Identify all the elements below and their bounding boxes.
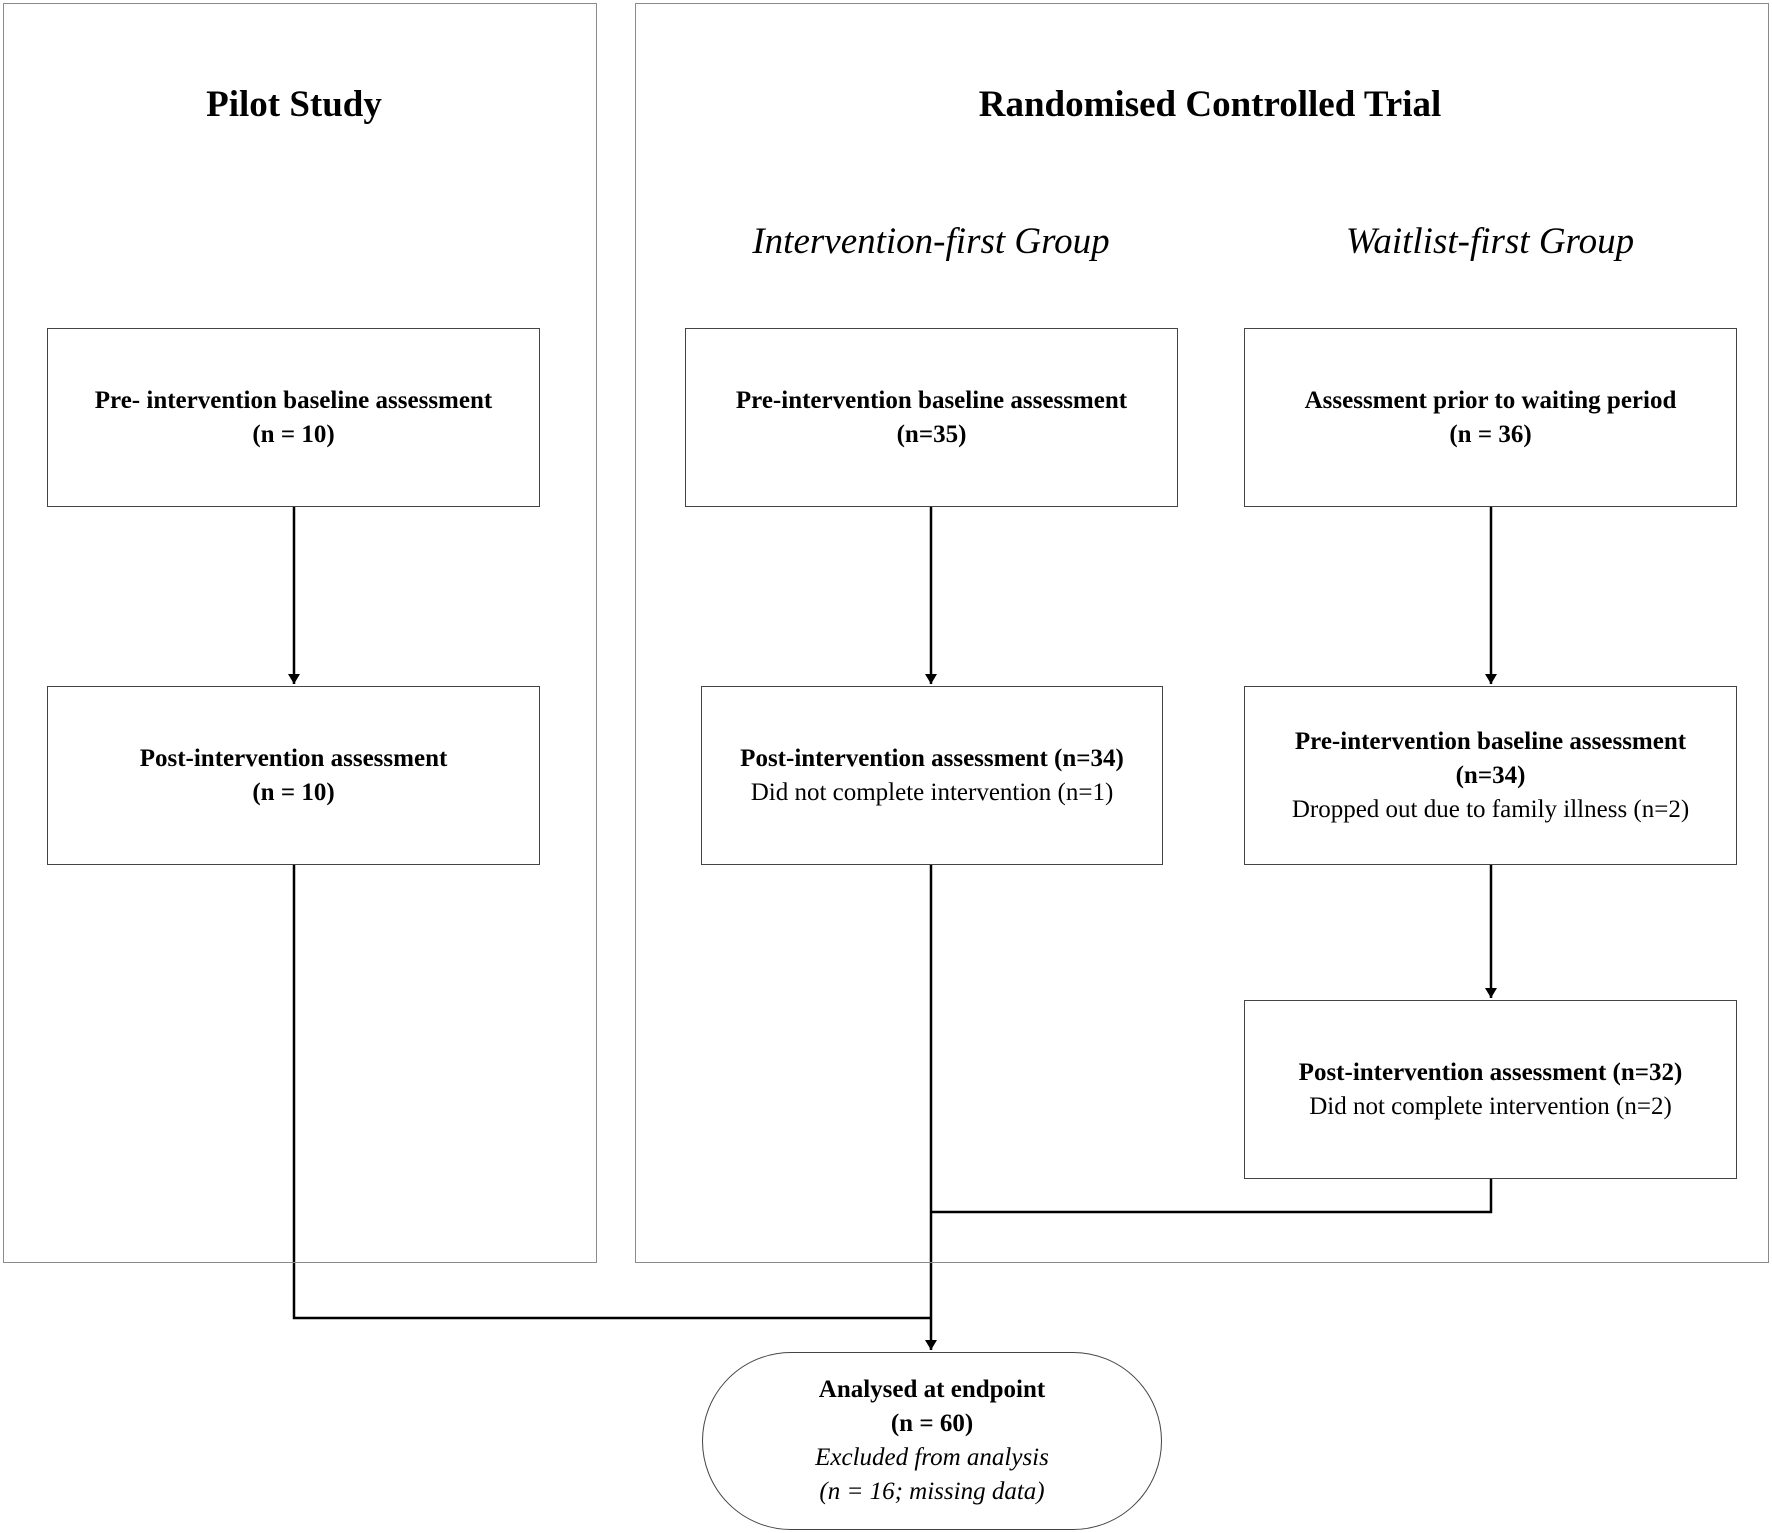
rct-title: Randomised Controlled Trial xyxy=(978,84,1442,125)
pilot-study-title: Pilot Study xyxy=(206,84,382,125)
endpoint-title: Analysed at endpoint xyxy=(818,1376,1046,1403)
endpoint-analysis-box: Analysed at endpoint (n = 60) Excluded f… xyxy=(702,1352,1162,1530)
endpoint-excluded-detail: (n = 16; missing data) xyxy=(819,1478,1045,1505)
if-post-assessment-box: Post-intervention assessment (n=34) Did … xyxy=(701,686,1163,865)
if-post-assessment-title: Post-intervention assessment (n=34) xyxy=(740,744,1124,772)
pilot-pre-assessment-title: Pre- intervention baseline assessment xyxy=(94,386,493,414)
if-post-assessment-note: Did not complete intervention (n=1) xyxy=(750,778,1114,806)
pilot-post-assessment-title: Post-intervention assessment xyxy=(139,744,448,772)
wf-wait-assessment-n: (n = 36) xyxy=(1449,420,1532,448)
intervention-first-group-label: Intervention-first Group xyxy=(752,221,1110,262)
pilot-pre-assessment-box: Pre- intervention baseline assessment (n… xyxy=(47,328,540,507)
wf-pre-assessment-title: Pre-intervention baseline assessment xyxy=(1294,727,1687,755)
wf-wait-assessment-box: Assessment prior to waiting period (n = … xyxy=(1244,328,1737,507)
wf-pre-assessment-box: Pre-intervention baseline assessment (n=… xyxy=(1244,686,1737,865)
if-pre-assessment-box: Pre-intervention baseline assessment (n=… xyxy=(685,328,1178,507)
rct-panel xyxy=(635,3,1769,1263)
wf-pre-assessment-n: (n=34) xyxy=(1455,761,1526,789)
endpoint-n: (n = 60) xyxy=(890,1410,974,1437)
pilot-post-assessment-box: Post-intervention assessment (n = 10) xyxy=(47,686,540,865)
if-pre-assessment-n: (n=35) xyxy=(896,420,967,448)
waitlist-first-group-label: Waitlist-first Group xyxy=(1345,221,1635,262)
wf-wait-assessment-title: Assessment prior to waiting period xyxy=(1304,386,1677,414)
pilot-pre-assessment-n: (n = 10) xyxy=(252,420,335,448)
pilot-study-panel xyxy=(3,3,597,1263)
wf-post-assessment-note: Did not complete intervention (n=2) xyxy=(1309,1092,1672,1120)
pilot-post-assessment-n: (n = 10) xyxy=(252,778,335,806)
wf-pre-assessment-note: Dropped out due to family illness (n=2) xyxy=(1291,795,1690,823)
if-pre-assessment-title: Pre-intervention baseline assessment xyxy=(735,386,1128,414)
wf-post-assessment-title: Post-intervention assessment (n=32) xyxy=(1298,1058,1683,1086)
endpoint-excluded: Excluded from analysis xyxy=(815,1444,1049,1471)
wf-post-assessment-box: Post-intervention assessment (n=32) Did … xyxy=(1244,1000,1737,1179)
